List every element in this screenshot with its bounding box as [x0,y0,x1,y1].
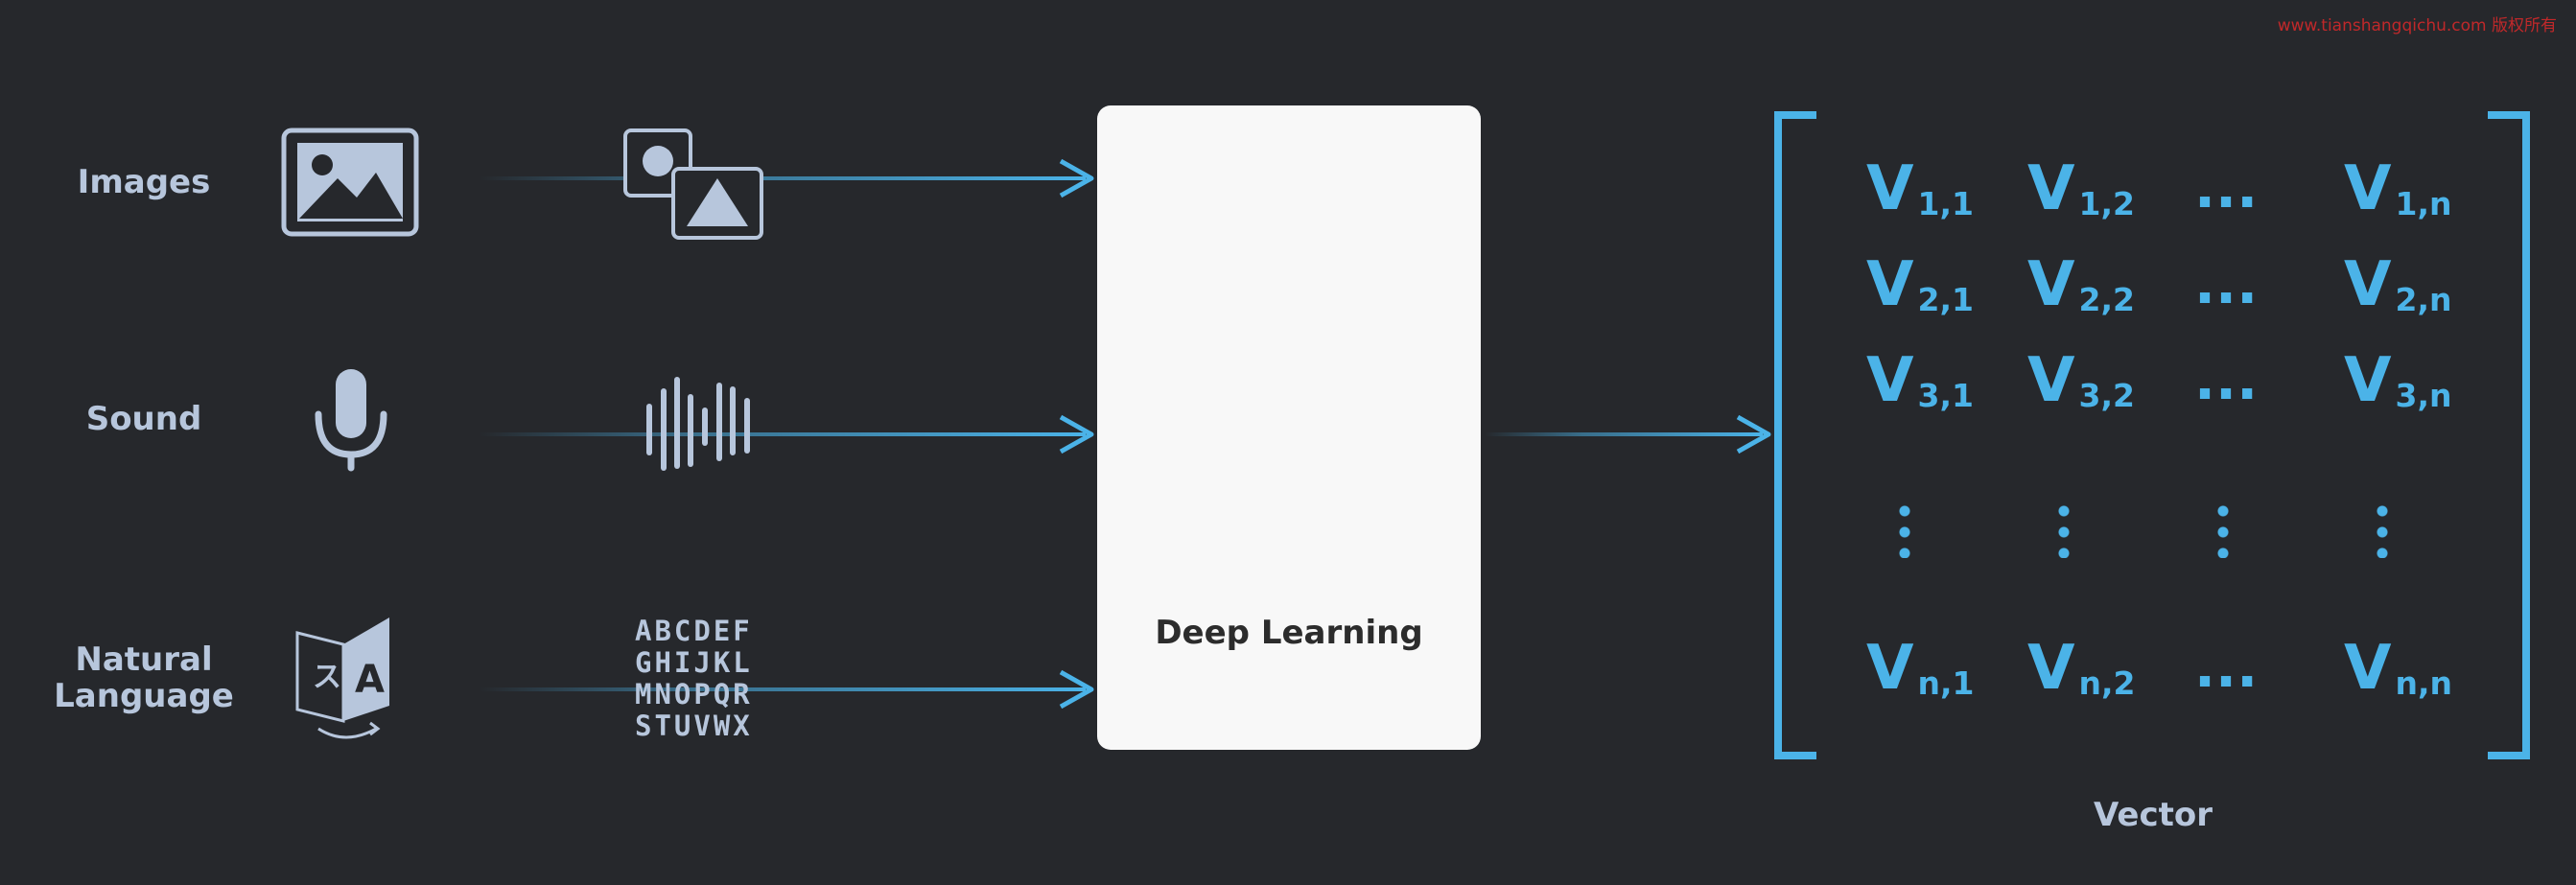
matrix-vertical-ellipsis [2217,501,2229,558]
matrix-vertical-ellipsis [1899,501,1910,558]
alphabet-block: ABCDEF GHIJKL MNOPQR STUVWX [635,616,753,742]
svg-text:A: A [355,658,385,702]
right-bracket [2488,111,2530,759]
watermark: www.tianshangqichu.com 版权所有 [2277,16,2557,35]
sound-label: Sound [85,400,202,438]
image-shapes-icon [623,128,763,240]
images-arrow [480,158,1094,198]
vector-label: Vector [2093,796,2213,834]
deep-learning-card [1097,105,1481,750]
alphabet-line: STUVWX [635,710,753,742]
natural-language-label: Natural Language [54,640,234,715]
matrix-ellipsis: ... [2194,251,2259,316]
microphone-icon [315,369,387,472]
output-arrow [1485,414,1771,454]
left-bracket [1774,111,1816,759]
sound-arrow [480,414,1094,454]
alphabet-line: MNOPQR [635,678,753,710]
matrix-vertical-ellipsis [2058,501,2070,558]
alphabet-line: GHIJKL [635,646,753,679]
matrix-ellipsis: ... [2194,347,2259,412]
svg-text:ス: ス [313,661,341,694]
matrix-vertical-ellipsis [2377,501,2388,558]
deep-learning-label: Deep Learning [1155,614,1423,652]
translate-icon: ス A [295,617,389,739]
image-icon [281,128,419,237]
sound-wave-icon [646,377,750,471]
matrix-ellipsis: ... [2194,635,2259,700]
images-label: Images [77,163,211,201]
language-arrow [480,669,1094,710]
matrix-ellipsis: ... [2194,155,2259,221]
alphabet-line: ABCDEF [635,615,753,647]
